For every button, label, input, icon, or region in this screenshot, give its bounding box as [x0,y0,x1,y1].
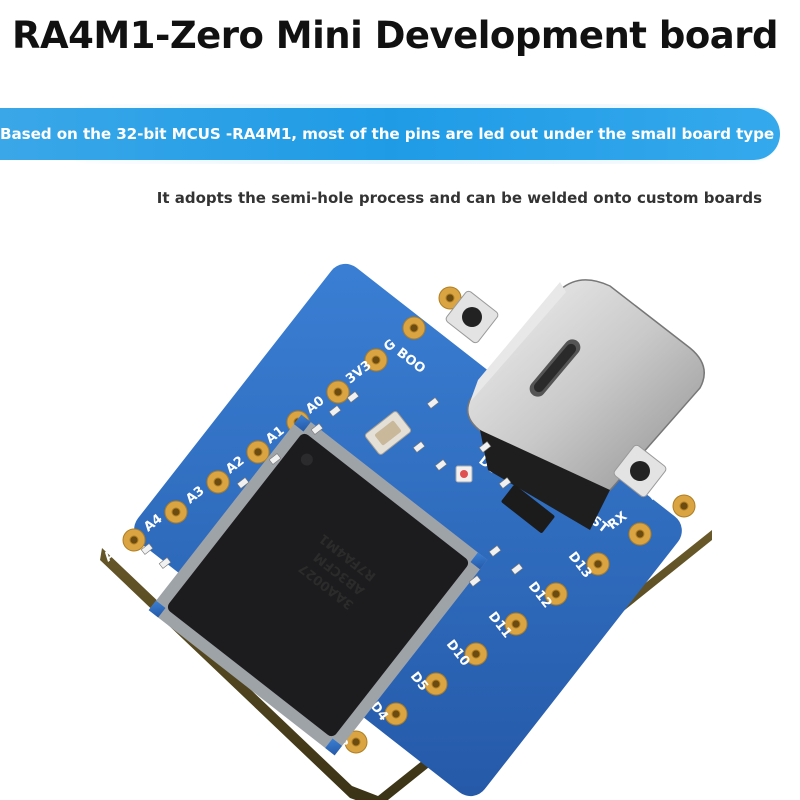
reset-button [613,444,667,498]
boot-button [445,290,499,344]
subtitle-text: It adopts the semi-hole process and can … [156,189,762,207]
page-title: RA4M1-Zero Mini Development board [12,14,778,57]
crystal-oscillator [364,411,412,455]
mcu-chip: R7FA4M1 AB3CFM 3AA0027 [148,414,488,756]
usb-c-connector [467,279,705,530]
banner-background [0,108,780,160]
board-illustration: 5V G 3V3 A0 A1 A2 A3 A4 A5 D3 D4 D5 D10 … [100,263,712,800]
banner-text: Based on the 32-bit MCUS -RA4M1, most of… [0,125,775,143]
passive-components [140,391,524,587]
left-pads [122,286,462,552]
rgb-led [455,465,473,483]
regulator-ic [501,485,555,533]
bottom-pads [344,494,696,754]
board-photo: 5V G 3V3 A0 A1 A2 A3 A4 A5 D3 D4 D5 D10 … [0,230,800,800]
